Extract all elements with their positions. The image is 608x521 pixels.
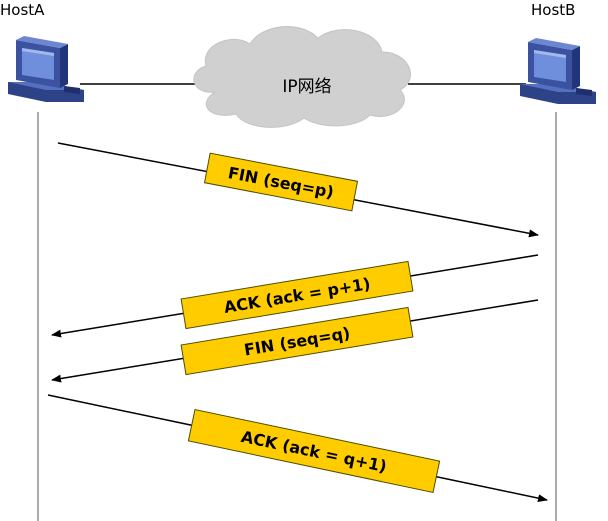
network-label: IP网络 (282, 77, 331, 97)
host-b-computer-icon (520, 38, 596, 104)
cloud-icon (193, 26, 411, 128)
host-b-label: HostB (531, 1, 576, 19)
host-a-label: HostA (0, 1, 45, 19)
ack-q1-label-box: ACK (ack = q+1) (187, 408, 441, 494)
ack-p1-label-box: ACK (ack = p+1) (180, 260, 414, 330)
fin-p-label-box: FIN (seq=p) (203, 152, 359, 212)
host-a-computer-icon (8, 36, 84, 102)
